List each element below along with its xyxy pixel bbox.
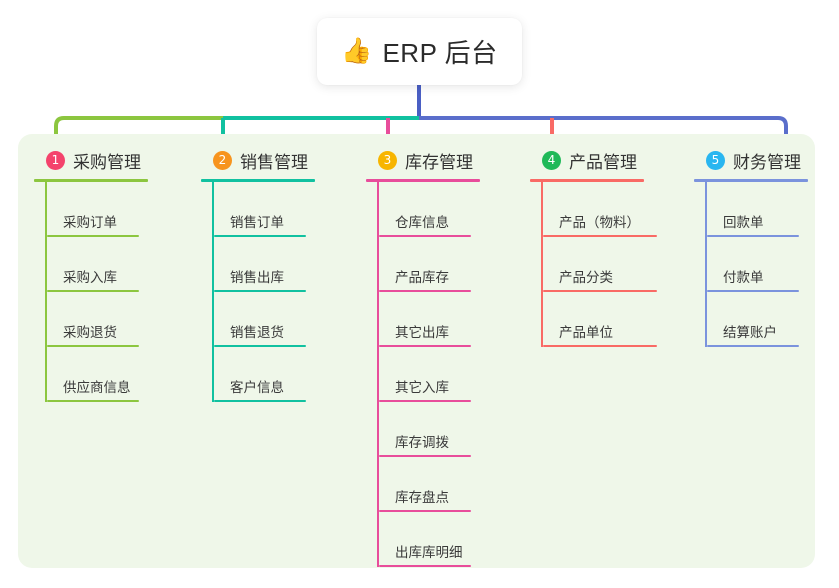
leaf-item[interactable]: 出库库明细 (379, 512, 480, 567)
leaf-item-rule (47, 345, 139, 347)
leaf-item-label: 仓库信息 (395, 215, 449, 230)
leaf-item[interactable]: 销售出库 (214, 237, 315, 292)
thumbs-up-icon: 👍 (341, 37, 373, 65)
leaf-item-label: 采购入库 (63, 270, 117, 285)
branch-badge-5: 5 (706, 150, 725, 170)
leaf-item[interactable]: 库存调拨 (379, 402, 480, 457)
leaf-item-label: 销售退货 (230, 325, 284, 340)
branch-rule-4 (530, 179, 644, 182)
branch-header-1[interactable]: 1 采购管理 (32, 141, 148, 179)
leaf-item-rule (707, 345, 799, 347)
leaf-item[interactable]: 产品单位 (543, 292, 657, 347)
leaf-item-rule (214, 345, 306, 347)
leaf-item[interactable]: 付款单 (707, 237, 808, 292)
leaf-item-rule (379, 400, 471, 402)
leaf-item-rule (543, 345, 657, 347)
leaf-item-rule (379, 510, 471, 512)
branch-title-5: 财务管理 (733, 152, 801, 172)
leaf-item-label: 出库库明细 (395, 545, 463, 560)
branch-column-3: 3 库存管理仓库信息产品库存其它出库其它入库库存调拨库存盘点出库库明细 (364, 141, 480, 567)
leaf-item-rule (707, 290, 799, 292)
branch-header-5[interactable]: 5 财务管理 (692, 141, 808, 179)
leaf-item[interactable]: 库存盘点 (379, 457, 480, 512)
branch-badge-3: 3 (378, 150, 397, 170)
leaf-item-label: 采购退货 (63, 325, 117, 340)
leaf-item[interactable]: 采购订单 (47, 182, 148, 237)
branch-leaf-list-3: 仓库信息产品库存其它出库其它入库库存调拨库存盘点出库库明细 (377, 182, 480, 567)
leaf-item-label: 付款单 (723, 270, 764, 285)
branch-leaf-list-1: 采购订单采购入库采购退货供应商信息 (45, 182, 148, 402)
leaf-item-rule (47, 400, 139, 402)
branch-rule-5 (694, 179, 808, 182)
leaf-item[interactable]: 回款单 (707, 182, 808, 237)
root-node-title: ERP 后台 (382, 38, 498, 68)
branch-rule-3 (366, 179, 480, 182)
leaf-item[interactable]: 其它出库 (379, 292, 480, 347)
leaf-item-label: 产品单位 (559, 325, 613, 340)
leaf-item-rule (214, 400, 306, 402)
leaf-item-label: 产品库存 (395, 270, 449, 285)
branch-leaf-list-5: 回款单付款单结算账户 (705, 182, 808, 347)
leaf-item-rule (379, 235, 471, 237)
leaf-item-label: 客户信息 (230, 380, 284, 395)
branch-column-4: 4 产品管理产品（物料） 产品分类产品单位 (528, 141, 657, 347)
leaf-item-label: 产品（物料） (559, 215, 640, 230)
leaf-item-label: 销售订单 (230, 215, 284, 230)
branch-title-2: 销售管理 (240, 152, 308, 172)
leaf-item-label: 其它入库 (395, 380, 449, 395)
branch-column-5: 5 财务管理回款单付款单结算账户 (692, 141, 808, 347)
leaf-item[interactable]: 产品库存 (379, 237, 480, 292)
leaf-item-label: 回款单 (723, 215, 764, 230)
leaf-item-rule (543, 235, 657, 237)
leaf-item-rule (379, 455, 471, 457)
branch-title-3: 库存管理 (405, 152, 473, 172)
leaf-item-label: 其它出库 (395, 325, 449, 340)
leaf-item[interactable]: 采购退货 (47, 292, 148, 347)
leaf-item-label: 销售出库 (230, 270, 284, 285)
leaf-item[interactable]: 仓库信息 (379, 182, 480, 237)
branch-badge-4: 4 (542, 150, 561, 170)
leaf-item-label: 供应商信息 (63, 380, 131, 395)
branch-rule-2 (201, 179, 315, 182)
branch-header-4[interactable]: 4 产品管理 (528, 141, 644, 179)
branch-header-2[interactable]: 2 销售管理 (199, 141, 315, 179)
diagram-panel (18, 134, 815, 568)
branch-leaf-list-2: 销售订单销售出库销售退货客户信息 (212, 182, 315, 402)
leaf-item-rule (214, 290, 306, 292)
leaf-item-label: 库存调拨 (395, 435, 449, 450)
branch-header-3[interactable]: 3 库存管理 (364, 141, 480, 179)
leaf-item-rule (214, 235, 306, 237)
branch-column-1: 1 采购管理采购订单采购入库采购退货供应商信息 (32, 141, 148, 402)
leaf-item-rule (379, 290, 471, 292)
leaf-item-label: 结算账户 (723, 325, 777, 340)
leaf-item-label: 库存盘点 (395, 490, 449, 505)
leaf-item[interactable]: 采购入库 (47, 237, 148, 292)
root-node[interactable]: 👍 ERP 后台 (317, 18, 522, 85)
branch-rule-1 (34, 179, 148, 182)
leaf-item[interactable]: 销售订单 (214, 182, 315, 237)
leaf-item-rule (47, 290, 139, 292)
branch-title-4: 产品管理 (569, 152, 637, 172)
leaf-item-rule (47, 235, 139, 237)
branch-title-1: 采购管理 (73, 152, 141, 172)
branch-column-2: 2 销售管理销售订单销售出库销售退货客户信息 (199, 141, 315, 402)
leaf-item[interactable]: 结算账户 (707, 292, 808, 347)
leaf-item[interactable]: 产品分类 (543, 237, 657, 292)
leaf-item[interactable]: 客户信息 (214, 347, 315, 402)
branch-badge-1: 1 (46, 150, 65, 170)
leaf-item[interactable]: 供应商信息 (47, 347, 148, 402)
leaf-item-label: 采购订单 (63, 215, 117, 230)
leaf-item-rule (707, 235, 799, 237)
leaf-item-rule (379, 345, 471, 347)
leaf-item[interactable]: 其它入库 (379, 347, 480, 402)
branch-badge-2: 2 (213, 150, 232, 170)
root-node-content: 👍 ERP 后台 (341, 33, 497, 70)
branch-leaf-list-4: 产品（物料） 产品分类产品单位 (541, 182, 657, 347)
leaf-item[interactable]: 销售退货 (214, 292, 315, 347)
leaf-item[interactable]: 产品（物料） (543, 182, 657, 237)
leaf-item-rule (543, 290, 657, 292)
leaf-item-rule (379, 565, 471, 567)
leaf-item-label: 产品分类 (559, 270, 613, 285)
